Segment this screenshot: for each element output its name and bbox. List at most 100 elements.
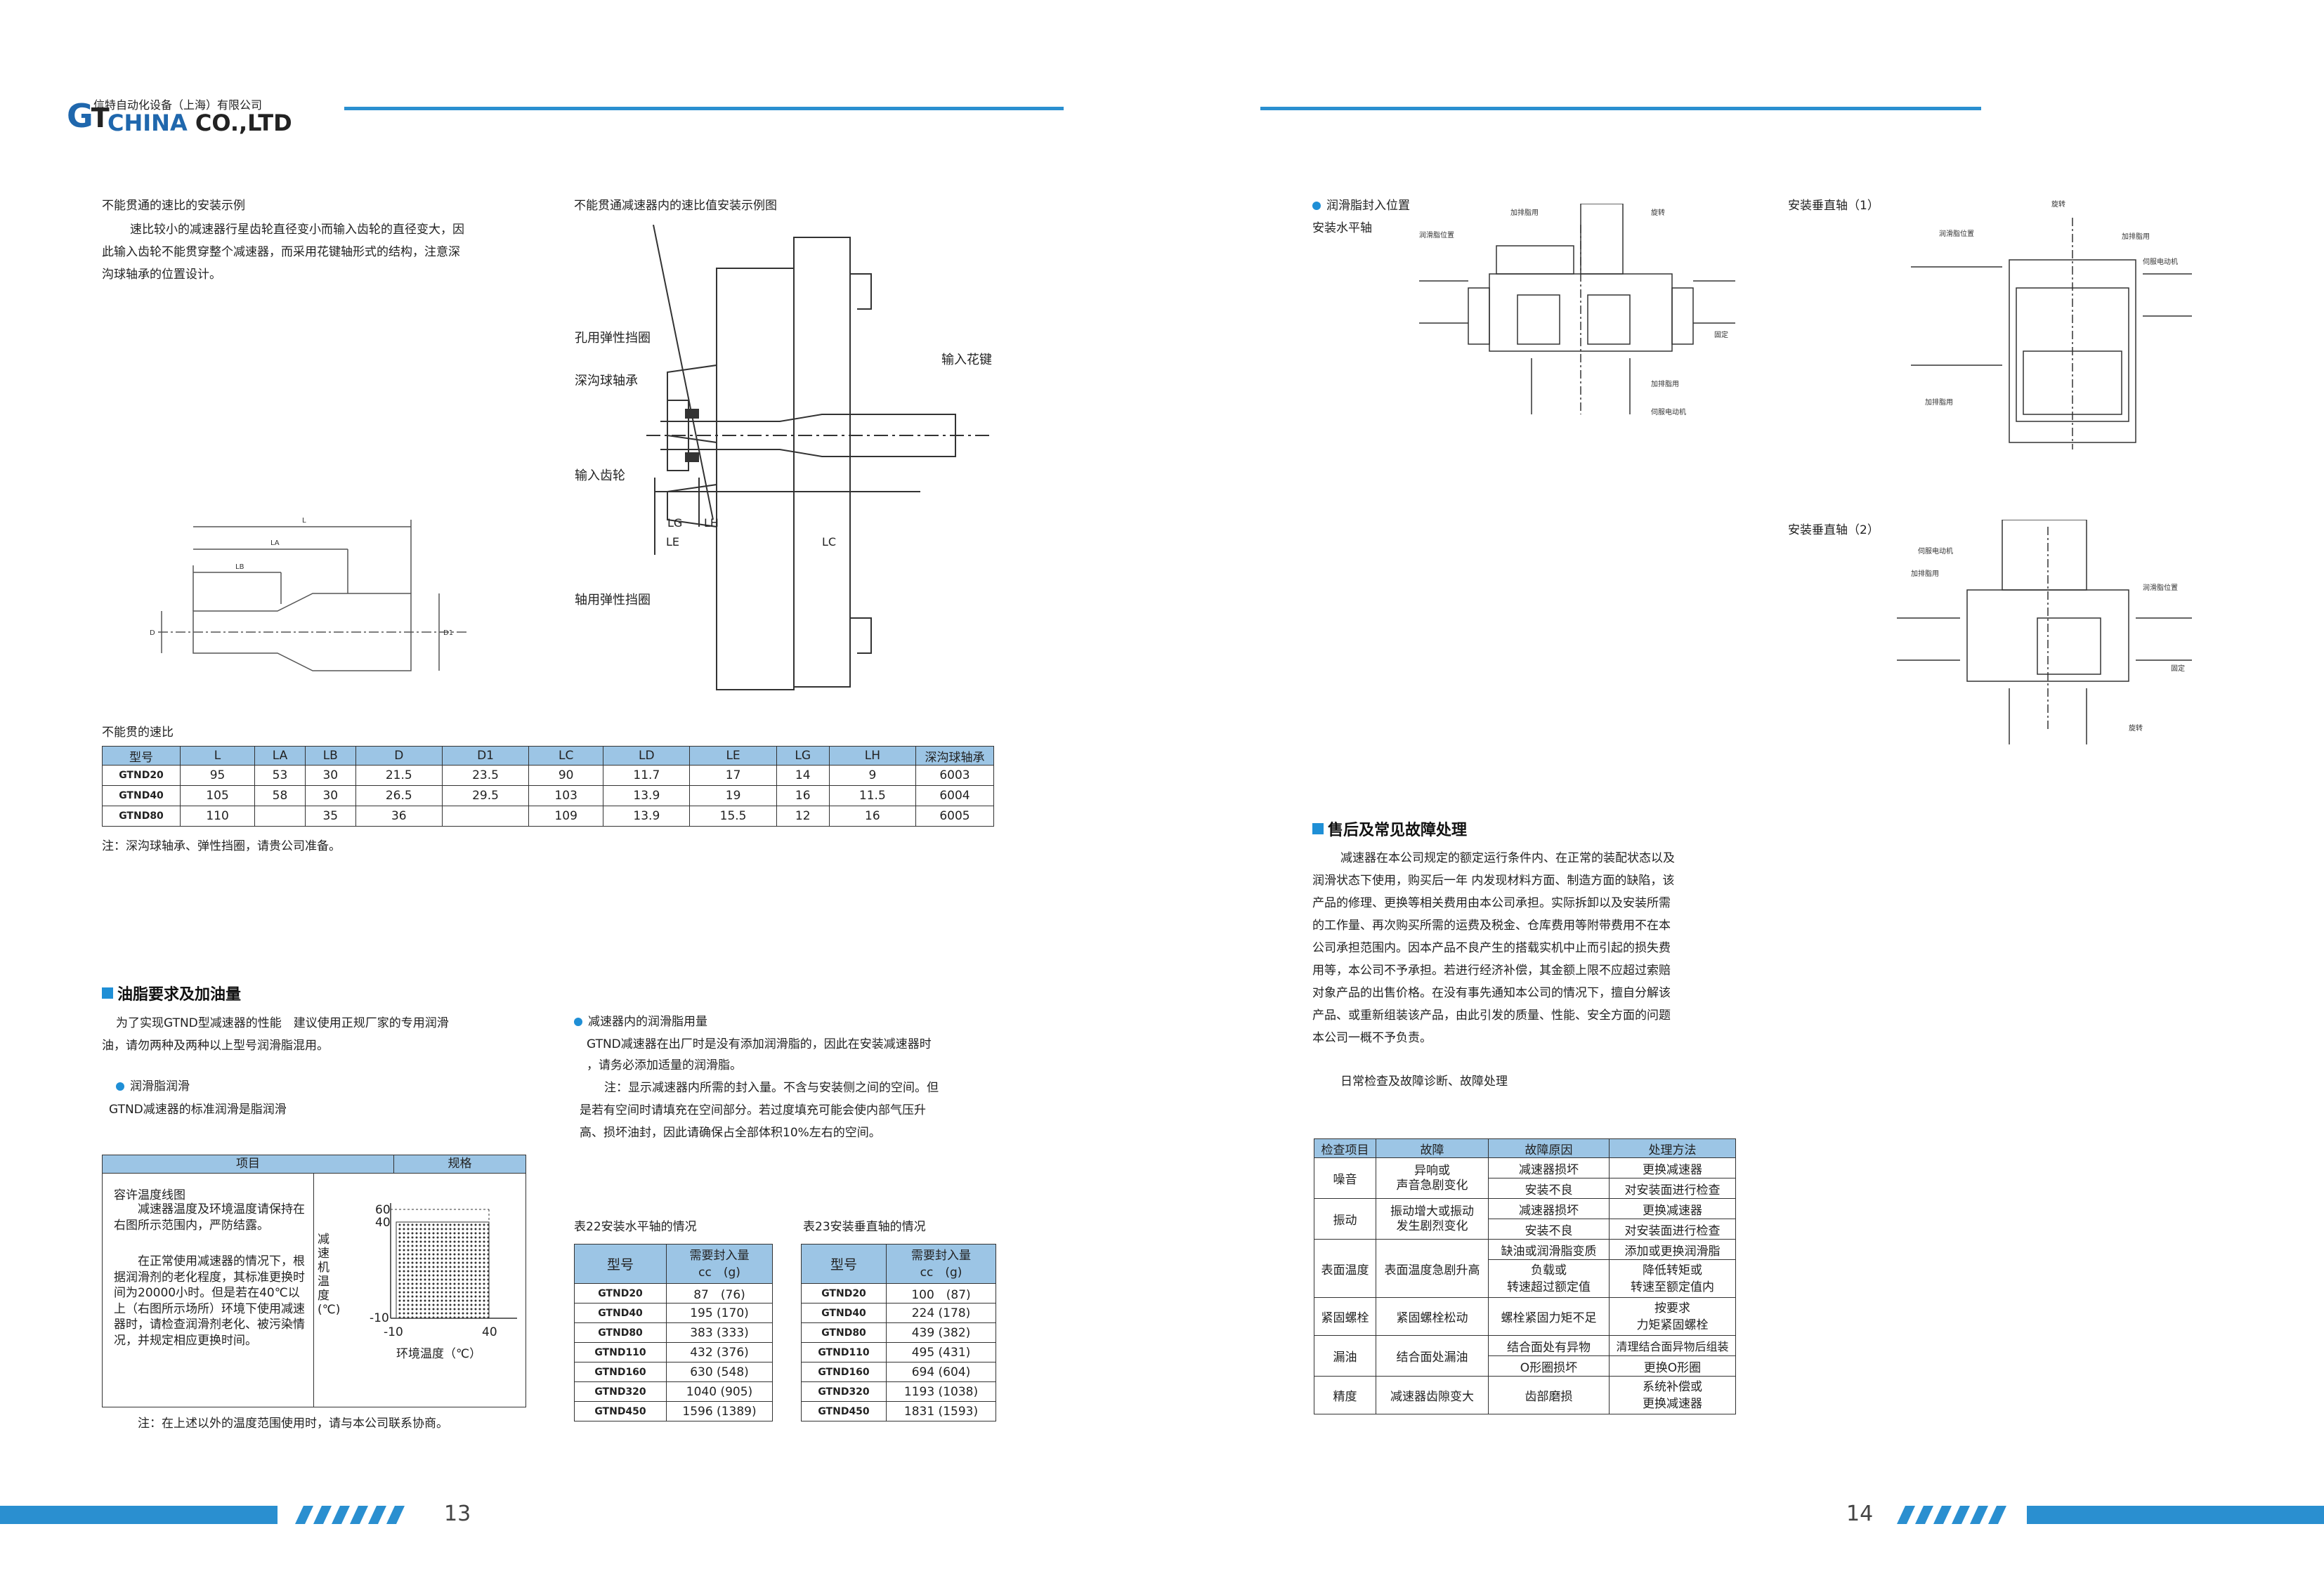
temp-note: 注：在上述以外的温度范围使用时，请与本公司联系协商。: [138, 1417, 448, 1431]
t22-col-model: 型号: [574, 1244, 667, 1284]
lub-pos-sub: 安装水平轴: [1312, 221, 1372, 235]
v1-bolt: 旋转: [2051, 199, 2065, 209]
reducer-section-drawing: [646, 225, 991, 690]
label-lc: LC: [822, 535, 837, 549]
spec-table: 项目 规格 容许温度线图 减速器温度及环境温度请保持在右图所示范围内，严防结露。…: [102, 1155, 526, 1407]
logo-gt-mark: GT: [67, 97, 110, 135]
hm-motor: 伺服电动机: [1651, 407, 1686, 416]
example-para-3: 沟球轴承的位置设计。: [102, 268, 221, 282]
dim-d: D: [150, 629, 155, 637]
dim-l: L: [302, 517, 306, 525]
service-para-8: 产品、或重新组装该产品，由此引发的质量、性能、安全方面的问题: [1312, 1009, 1671, 1023]
left-header-rule: [344, 107, 1064, 110]
inner-para-5: 高、损坏油封，因此请确保占全部体积10%左右的空间。: [580, 1126, 881, 1140]
spec-header-spec: 规格: [394, 1155, 525, 1174]
bullet-dot-icon: [574, 1018, 582, 1026]
vertical-mount-2-drawing: 伺服电动机 加排脂用 润滑脂位置 固定 旋转: [1897, 520, 2192, 744]
dim-col-model: 型号: [102, 746, 181, 766]
dim-col-lg: LG: [776, 746, 830, 766]
graph-ytick-40: 40: [375, 1216, 391, 1230]
inner-bullet: 减速器内的润滑脂用量: [574, 1011, 707, 1033]
example-title: 不能贯通的速比的安装示例: [102, 199, 245, 213]
lub-pos-bullet: 润滑脂封入位置: [1312, 195, 1410, 217]
service-para-7: 对象产品的出售价格。在没有事先通知本公司的情况下，擅自分解该: [1312, 986, 1671, 1000]
spec-cell-para-2: 在正常使用减速器的情况下，根据润滑剂的老化程度，其标准更换时间为20000小时。…: [114, 1254, 305, 1348]
spec-divider: [313, 1174, 314, 1407]
t22-caption: 表22安装水平轴的情况: [574, 1220, 697, 1234]
table-row: 表面温度 表面温度急剧升高 缺油或润滑脂变质添加或更换润滑脂: [1314, 1239, 1736, 1298]
label-lg: LG: [667, 516, 683, 530]
dim-col-d: D: [355, 746, 443, 766]
label-hole-ring: 孔用弹性挡圈: [575, 331, 651, 346]
v1-motor: 伺服电动机: [2143, 257, 2178, 266]
daily-check-title: 日常检查及故障诊断、故障处理: [1340, 1075, 1508, 1089]
label-deep-bearing: 深沟球轴承: [575, 374, 638, 388]
dim-la: LA: [270, 539, 280, 547]
inner-para-1: GTND减速器在出厂时是没有添加润滑脂的，因此在安装减速器时: [587, 1037, 932, 1051]
dim-col-ld: LD: [603, 746, 691, 766]
diagram-title: 不能贯通减速器内的速比值安装示例图: [574, 199, 777, 213]
example-para-2: 此输入齿轮不能贯穿整个减速器，而采用花键轴形式的结构，注意深: [102, 245, 460, 259]
horizontal-mount-drawing: 加排脂用 润滑脂位置 旋转 固定 加排脂用 伺服电动机: [1419, 204, 1735, 416]
t23-col-model: 型号: [801, 1244, 887, 1284]
dim-table-note: 注：深沟球轴承、弹性挡圈，请贵公司准备。: [102, 839, 341, 853]
grease-para-2: 油，请勿两种及两种以上型号润滑脂混用。: [102, 1039, 329, 1053]
dim-col-lc: LC: [528, 746, 604, 766]
v2-bolt: 旋转: [2129, 723, 2143, 733]
right-page-number: 14: [1846, 1502, 1874, 1526]
inner-para-4: 是若有空间时请填充在空间部分。若过度填充可能会使内部气压升: [580, 1103, 926, 1117]
hm-lub-pos: 润滑脂位置: [1419, 230, 1454, 239]
lub-sub: GTND减速器的标准润滑是脂润滑: [109, 1103, 287, 1117]
table-row: O形圈损坏更换O形圈: [1314, 1355, 1736, 1377]
service-para-2: 润滑状态下使用，购买后一年 内发现材料方面、制造方面的缺陷，该: [1312, 874, 1675, 888]
service-para-3: 产品的修理、更换等相关费用由本公司承担。实际拆卸以及安装所需: [1312, 896, 1671, 910]
graph-xtick-40: 40: [482, 1325, 497, 1339]
service-para-1: 减速器在本公司规定的额定运行条件内、在正常的装配状态以及: [1340, 851, 1675, 865]
example-para-1: 速比较小的减速器行星齿轮直径变小而输入齿轮的直径变大，因: [130, 223, 464, 237]
label-lh: LH: [704, 516, 719, 530]
spec-cell-para-1: 减速器温度及环境温度请保持在右图所示范围内，严防结露。: [114, 1202, 305, 1233]
fault-col-item: 检查项目: [1314, 1138, 1376, 1158]
dimension-table: 型号 L LA LB D D1 LC LD LE LG LH 深沟球轴承 GTN…: [102, 746, 994, 827]
grease-para-1: 为了实现GTND型减速器的性能 建议使用正规厂家的专用润滑: [116, 1016, 449, 1030]
v2-fixed: 固定: [2171, 664, 2185, 673]
company-logo: 信特自动化设备（上海）有限公司 GT CHINA CO.,LTD: [67, 96, 292, 138]
v2-lub-pos: 润滑脂位置: [2143, 583, 2178, 592]
label-le: LE: [666, 535, 680, 549]
table-row: 噪音 异响或 声音急剧变化 减速器损坏更换减速器: [1314, 1157, 1736, 1199]
vert2-title: 安装垂直轴（2）: [1788, 523, 1879, 537]
fault-col-fault: 故障: [1376, 1138, 1489, 1158]
temp-range-graph: [390, 1203, 517, 1319]
inner-para-3: 注：显示减速器内所需的封入量。不含与安装侧之间的空间。但: [604, 1081, 939, 1095]
vert1-title: 安装垂直轴（1）: [1788, 199, 1879, 213]
graph-ytick-60: 60: [375, 1203, 391, 1217]
allowed-range-area: [396, 1221, 490, 1319]
v1-lub-pos: 润滑脂位置: [1939, 229, 1974, 238]
spec-header-item: 项目: [103, 1155, 394, 1174]
table-row: 安装不良对安装面进行检查: [1314, 1219, 1736, 1240]
lub-bullet: 润滑脂润滑: [116, 1076, 190, 1098]
dim-col-le: LE: [689, 746, 777, 766]
hm-bolt: 旋转: [1651, 208, 1665, 217]
fault-col-fix: 处理方法: [1609, 1138, 1736, 1158]
section-square-icon: [102, 987, 113, 999]
table-row: 安装不良对安装面进行检查: [1314, 1178, 1736, 1199]
dim-table-caption: 不能贯的速比: [102, 725, 174, 740]
left-footer-stripes: [0, 1506, 405, 1524]
bullet-dot-icon: [116, 1082, 124, 1091]
vertical-mount-1-drawing: 旋转 润滑脂位置 加排脂用 伺服电动机 加排脂用: [1911, 199, 2192, 449]
service-para-9: 本公司一概不予负责。: [1312, 1031, 1432, 1045]
